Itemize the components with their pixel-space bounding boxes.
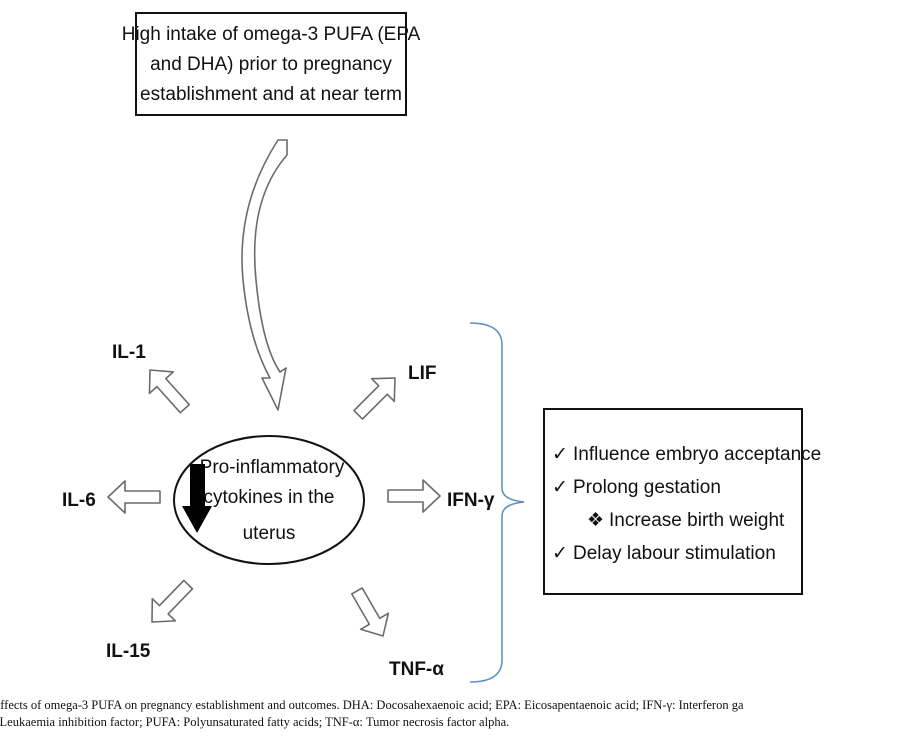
- outcome-check-icon: ✓: [552, 444, 568, 465]
- caption-line-1: e effects of omega-3 PUFA on pregnancy e…: [0, 698, 744, 712]
- intake-line-3: establishment and at near term: [140, 84, 402, 105]
- outcome-box: [543, 408, 803, 595]
- outcome-item-1: Influence embryo acceptance: [573, 444, 821, 465]
- label-il15: IL-15: [106, 641, 151, 662]
- ellipse-line-2: cytokines in the: [204, 487, 335, 508]
- outcome-item-2: Prolong gestation: [573, 477, 721, 498]
- label-tnf: TNF-α: [389, 659, 444, 680]
- arrow-to-tnf: [342, 582, 398, 645]
- intake-box: [135, 12, 407, 116]
- intake-line-1: High intake of omega-3 PUFA (EPA: [122, 24, 421, 45]
- arrow-to-lif: [346, 365, 408, 427]
- cytokine-ellipse: [173, 435, 365, 565]
- label-ifn: IFN-γ: [447, 490, 495, 511]
- ellipse-line-3: uterus: [243, 523, 296, 544]
- caption-line-2: F: Leukaemia inhibition factor; PUFA: Po…: [0, 715, 510, 729]
- label-il1: IL-1: [112, 342, 146, 363]
- label-lif: LIF: [408, 363, 437, 384]
- decrease-arrow-icon: [182, 464, 212, 533]
- label-il6: IL-6: [62, 490, 96, 511]
- intake-line-2: and DHA) prior to pregnancy: [150, 54, 392, 75]
- outcome-item-3: Increase birth weight: [609, 510, 785, 531]
- figure-caption: e effects of omega-3 PUFA on pregnancy e…: [0, 697, 898, 731]
- arrow-to-il6: [107, 480, 161, 514]
- arrow-to-il1: [137, 358, 198, 421]
- arrow-to-il15: [139, 572, 201, 634]
- curved-arrow: [241, 139, 288, 411]
- arrow-to-ifn: [387, 479, 441, 513]
- outcome-diamond-icon: ❖: [587, 510, 604, 531]
- ellipse-line-1: Pro-inflammatory: [200, 457, 345, 478]
- outcome-brace: [469, 322, 525, 683]
- outcome-item-4: Delay labour stimulation: [573, 543, 776, 564]
- outcome-check-icon: ✓: [552, 543, 568, 564]
- outcome-check-icon: ✓: [552, 477, 568, 498]
